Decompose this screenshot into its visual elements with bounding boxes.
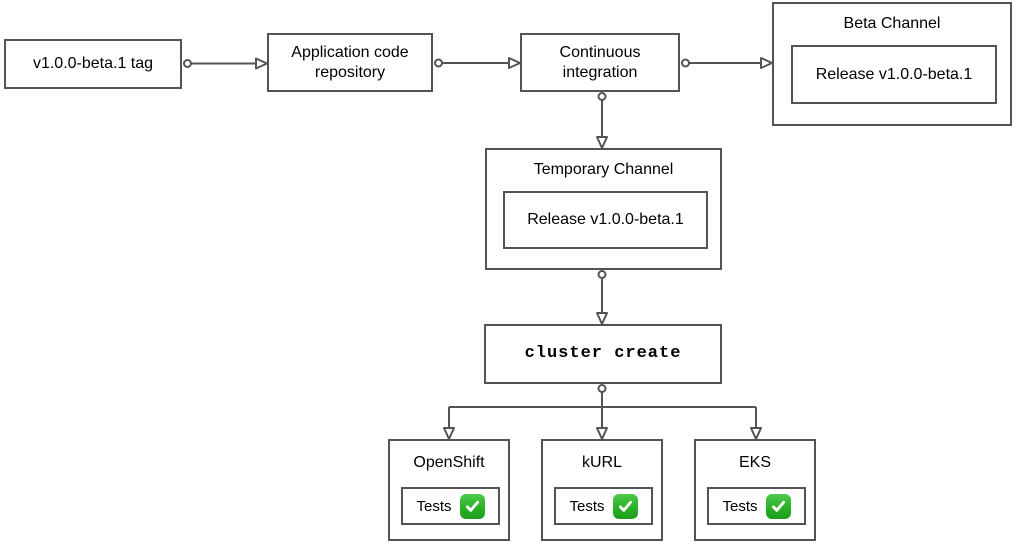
container-beta-channel: Beta Channel Release v1.0.0-beta.1 — [772, 2, 1012, 126]
temporary-channel-release-label: Release v1.0.0-beta.1 — [527, 211, 684, 228]
cluster-create-label: cluster create — [524, 344, 682, 364]
beta-channel-release-label: Release v1.0.0-beta.1 — [815, 65, 973, 83]
beta-channel-release-box: Release v1.0.0-beta.1 — [791, 45, 997, 104]
cluster-openshift-tests-box: Tests — [401, 487, 500, 525]
connector-ci-to-beta — [681, 57, 773, 69]
tests-label: Tests — [569, 497, 605, 515]
connector-ci-to-temp — [596, 92, 608, 149]
node-application-code-repository: Application code repository — [267, 33, 433, 92]
connector-temp-to-cluster-create — [596, 270, 608, 325]
cluster-eks-title: EKS — [738, 454, 771, 471]
application-code-repository-label: Application code repository — [291, 43, 409, 81]
version-tag-label: v1.0.0-beta.1 tag — [32, 55, 154, 72]
beta-channel-title: Beta Channel — [843, 15, 941, 32]
node-cluster-create: cluster create — [484, 324, 722, 384]
temporary-channel-release-box: Release v1.0.0-beta.1 — [503, 191, 708, 249]
cluster-kurl-title: kURL — [581, 454, 622, 471]
container-temporary-channel: Temporary Channel Release v1.0.0-beta.1 — [485, 148, 722, 270]
check-icon — [765, 493, 791, 519]
tests-label: Tests — [416, 497, 452, 515]
connector-repo-to-ci — [434, 57, 521, 69]
cluster-openshift-title: OpenShift — [413, 454, 485, 471]
check-icon — [612, 493, 638, 519]
cluster-eks-tests-box: Tests — [707, 487, 806, 525]
node-version-tag: v1.0.0-beta.1 tag — [4, 39, 182, 89]
connector-cluster-create-to-clusters — [443, 384, 762, 440]
container-cluster-openshift: OpenShift Tests — [388, 439, 510, 541]
temporary-channel-title: Temporary Channel — [533, 161, 674, 178]
tests-label: Tests — [722, 497, 758, 515]
continuous-integration-label: Continuous integration — [559, 43, 641, 81]
container-cluster-eks: EKS Tests — [694, 439, 816, 541]
cluster-kurl-tests-box: Tests — [554, 487, 653, 525]
check-icon — [459, 493, 485, 519]
node-continuous-integration: Continuous integration — [520, 33, 680, 92]
container-cluster-kurl: kURL Tests — [541, 439, 663, 541]
connector-tag-to-repo — [183, 57, 268, 70]
